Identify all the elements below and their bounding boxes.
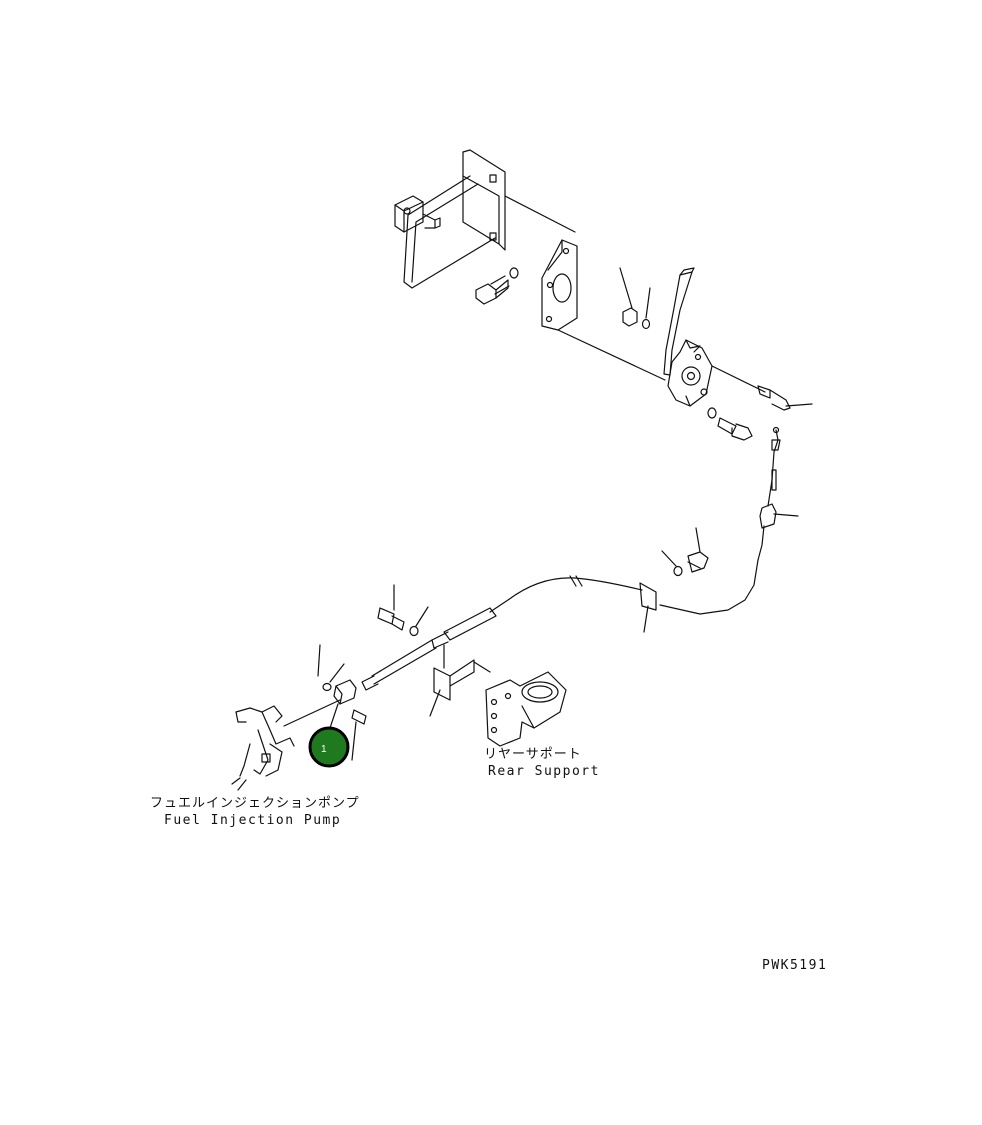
rear-support-label-jp: リヤーサポート [484, 747, 582, 762]
mid-bolt [377, 584, 429, 637]
throttle-lever [663, 267, 766, 407]
mid-clip [639, 527, 709, 633]
fuel-pump-label-en: Fuel Injection Pump [164, 813, 341, 828]
lever-bolt [707, 407, 753, 441]
rear-support [485, 671, 567, 747]
callout-1-marker[interactable] [308, 726, 350, 768]
callout-1-button[interactable]: 1 [308, 726, 350, 768]
mount-plate [541, 239, 666, 381]
cable-right [659, 426, 799, 615]
lever-nut [619, 267, 651, 330]
cable-main [361, 575, 643, 691]
rod-end-right [757, 385, 813, 411]
upper-bolt [475, 267, 519, 305]
drawing-code: PWK5191 [762, 958, 827, 973]
callout-1-number: 1 [321, 744, 327, 755]
upper-bracket [394, 149, 576, 289]
clamp-parts [283, 644, 367, 761]
fuel-pump-label-jp: フュエルインジェクションポンプ [150, 796, 360, 811]
fuel-pump [231, 705, 295, 791]
rear-support-label-en: Rear Support [488, 764, 600, 779]
cable-bracket [429, 644, 491, 717]
